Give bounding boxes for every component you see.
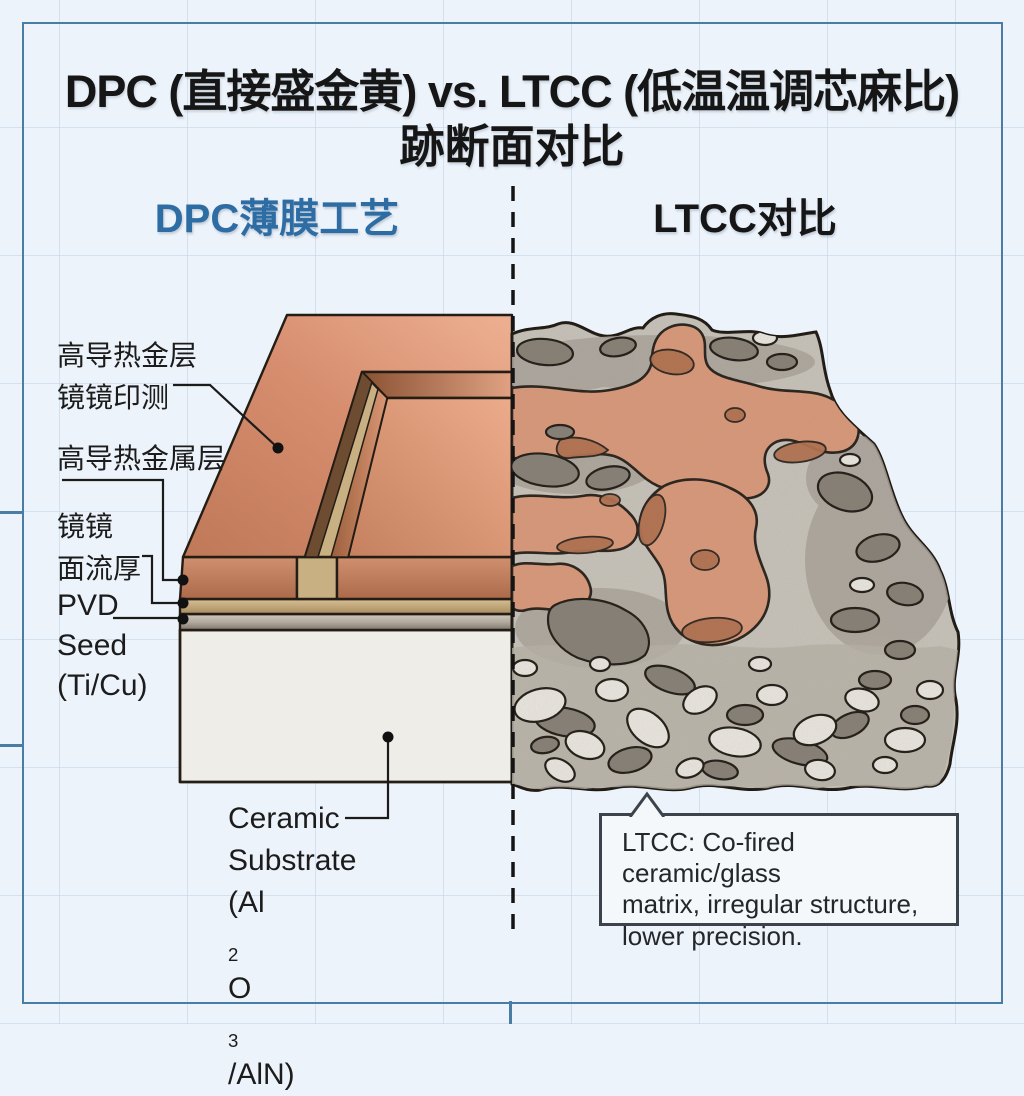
ltcc-cross-section: [510, 312, 961, 792]
gold-layer-band: [178, 597, 514, 616]
label-ceramic-line2: Substrate: [228, 844, 357, 877]
ltcc-callout-box: LTCC: Co-fired ceramic/glass matrix, irr…: [599, 813, 959, 951]
label-metal-layer-text: 高导热金属层: [57, 443, 226, 474]
label-plating-layer: 镜镜 面流厚: [57, 506, 141, 590]
leader-dots: [177, 442, 394, 743]
ltcc-section-header: LTCC对比: [653, 197, 837, 241]
trench: [303, 370, 389, 559]
formula-post: /AlN): [228, 1058, 295, 1092]
dpc-cross-section: [178, 313, 514, 784]
formula-pre: (Al: [228, 886, 265, 919]
callout-line1: LTCC: Co-fired ceramic/glass: [622, 827, 795, 889]
label-pvd-line1: PVD: [57, 589, 119, 622]
label-ceramic-line1: Ceramic: [228, 802, 340, 835]
tick-mark-left-1: [0, 511, 23, 514]
leader-lines: [62, 383, 390, 820]
page-title-line1: DPC (直接盛金黄) vs. LTCC (低温温调芯麻比): [64, 66, 960, 117]
label-plating-line2: 面流厚: [57, 553, 142, 584]
label-pvd-line3: (Ti/Cu): [57, 668, 148, 702]
pvd-seed-band: [178, 612, 514, 632]
callout-line2: matrix, irregular structure,: [622, 889, 919, 920]
copper-front-band-left: [178, 555, 299, 601]
label-pvd-line2: Seed: [57, 628, 128, 662]
label-top-metal-layer: 高导热金层 镜镜印测: [57, 335, 197, 419]
trench-front-exit: [295, 555, 339, 601]
formula-sub2: 3: [228, 1030, 239, 1052]
page-title-line2: 跡断面对比: [399, 121, 625, 172]
label-top-metal-line1: 高导热金层: [57, 340, 198, 371]
label-plating-line1: 镜镜: [57, 511, 114, 542]
dpc-section-header: DPC薄膜工艺: [154, 197, 400, 241]
label-top-metal-line2: 镜镜印测: [57, 382, 170, 413]
ltcc-speckle-texture: [512, 313, 959, 791]
formula-sub1: 2: [228, 944, 239, 965]
tick-mark-bottom: [509, 1001, 512, 1024]
cross-section-illustration: [62, 186, 961, 932]
callout-pointer: [628, 791, 666, 817]
callout-line3: lower precision.: [622, 920, 803, 951]
ceramic-substrate: [178, 628, 514, 784]
copper-front-band-right: [335, 555, 514, 601]
tick-mark-left-2: [0, 744, 23, 747]
formula-mid: O: [228, 972, 252, 1006]
label-metal-layer: 高导热金属层: [57, 438, 225, 480]
label-pvd-seed: PVD Seed (Ti/Cu): [57, 586, 148, 706]
